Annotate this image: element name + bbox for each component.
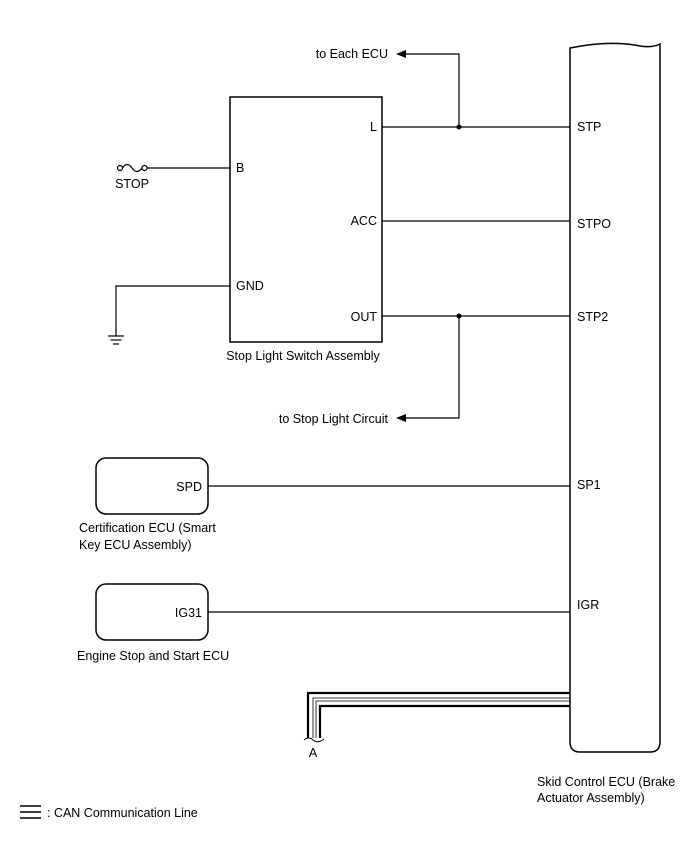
label-switch-assembly: Stop Light Switch Assembly <box>226 349 380 363</box>
pin-igr: IGR <box>577 598 599 612</box>
pin-spd: SPD <box>176 480 202 494</box>
label-cert-ecu-line1: Certification ECU (Smart <box>79 521 216 535</box>
wire-to-each-ecu <box>404 53 460 127</box>
can-communication-line <box>306 691 570 738</box>
label-skid-ecu-line2: Actuator Assembly) <box>537 791 645 805</box>
wire-gnd <box>115 285 230 336</box>
label-connector-a: A <box>309 746 318 760</box>
can-wavy-end <box>303 737 325 743</box>
label-to-stop-light-circuit: to Stop Light Circuit <box>279 412 389 426</box>
skid-control-ecu-box <box>569 42 661 753</box>
ground-icon <box>108 335 124 345</box>
pin-sp1: SP1 <box>577 478 601 492</box>
pin-acc: ACC <box>351 214 377 228</box>
junction-dot-stp2 <box>456 313 462 319</box>
label-legend: : CAN Communication Line <box>47 806 198 820</box>
label-stop-fuse: STOP <box>115 177 149 191</box>
label-to-each-ecu: to Each ECU <box>316 47 388 61</box>
legend-can-icon <box>20 805 41 819</box>
pin-out: OUT <box>351 310 378 324</box>
label-cert-ecu-line2: Key ECU Assembly) <box>79 538 192 552</box>
arrow-to-each-ecu <box>396 50 406 58</box>
fuse-icon <box>116 163 148 173</box>
pin-stp: STP <box>577 120 601 134</box>
pin-l: L <box>370 120 377 134</box>
stop-light-switch-box <box>229 96 383 343</box>
pin-b: B <box>236 161 244 175</box>
wire-to-stop-light-circuit <box>404 316 460 419</box>
label-skid-ecu-line1: Skid Control ECU (Brake <box>537 775 675 789</box>
junction-dot-stp <box>456 124 462 130</box>
can-line-thin <box>312 697 570 738</box>
arrow-to-stop-light-circuit <box>396 414 406 422</box>
pin-ig31: IG31 <box>175 606 202 620</box>
pin-stp2: STP2 <box>577 310 608 324</box>
pin-gnd: GND <box>236 279 264 293</box>
pin-stpo: STPO <box>577 217 611 231</box>
label-engine-ecu: Engine Stop and Start ECU <box>77 649 229 663</box>
